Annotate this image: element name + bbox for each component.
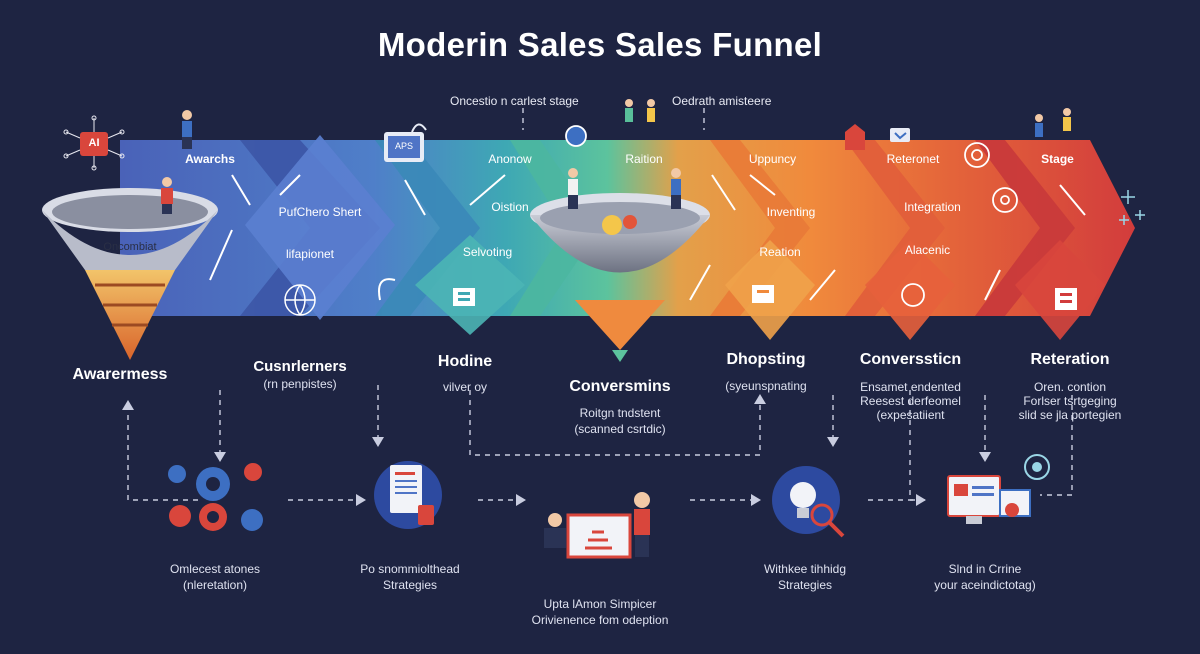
- page-title: Moderin Sales Sales Funnel: [377, 26, 823, 63]
- target-icon: [565, 125, 1018, 307]
- band-label-raition: Raition: [625, 152, 663, 166]
- stage-desc-hodine: vilver oy: [442, 380, 487, 394]
- bottom-item-5-line1: Slnd in Crrine: [948, 562, 1022, 576]
- bottom-item-2-line2: Strategies: [382, 578, 438, 592]
- clipboard-icon: [453, 285, 1077, 310]
- stage-name-hodine: Hodine: [437, 353, 493, 370]
- band-label-inventing: Inventing: [766, 205, 816, 219]
- ai-chip-icon: [63, 115, 125, 171]
- computer-screen-icon: [947, 454, 1050, 524]
- bottom-item-2-line1: Po snommiolthead: [360, 562, 460, 576]
- sparkle-icons: [1119, 190, 1145, 225]
- stage-desc-conversions-1: Roitgn tndstent: [579, 406, 661, 420]
- laptop-icon: [384, 123, 427, 162]
- bottom-item-5-line2: your aceindictotag): [934, 578, 1036, 592]
- bottom-item-1-line1: Omlecest atones: [169, 562, 261, 576]
- band-label-alacenic: Alacenic: [904, 243, 951, 257]
- bottom-item-3-line2: Orivienence fom odeption: [531, 613, 669, 627]
- bottom-item-4-line1: Withkee tihhidg: [763, 562, 847, 576]
- bottom-item-1-line2: (nleretation): [182, 578, 248, 592]
- diamond-tile-2: [415, 235, 525, 335]
- gear-group-icon: [168, 463, 263, 531]
- presenter-icon: [544, 492, 650, 559]
- band-label-lifapionet: lifapionet: [285, 247, 335, 261]
- stage-name-conversions: Conversmins: [569, 378, 671, 395]
- aps-badge-label: APS: [394, 141, 413, 151]
- connector-arrowheads: [122, 394, 991, 506]
- bottom-item-3-line1: Upta lAmon Simpicer: [543, 597, 657, 611]
- band-label-stage: Stage: [1041, 152, 1074, 166]
- stage-desc-customers: (rn penpistes): [263, 377, 337, 391]
- band-label-reation: Reation: [759, 245, 801, 259]
- document-icon: [374, 461, 442, 529]
- band-arrows: [209, 174, 1086, 301]
- stage-name-dhopsting: Dhopsting: [726, 351, 806, 368]
- stage-desc-reteration-3: slid se jla portegien: [1018, 408, 1122, 422]
- person-icon: [161, 99, 1071, 214]
- diamond-tile-1: [245, 135, 395, 320]
- ai-badge-label: AI: [88, 137, 100, 149]
- lightbulb-icon: [772, 466, 845, 538]
- diamond-tile-4: [865, 240, 955, 340]
- band-label-integration: Integration: [904, 200, 961, 214]
- band-label-awarchs: Awarchs: [185, 152, 235, 166]
- stage-name-reteration: Reteration: [1030, 351, 1110, 368]
- band-label-reteronet: Reteronet: [886, 152, 940, 166]
- stage-name-awareness: Awarermess: [72, 366, 168, 383]
- band-label-oistion: Oistion: [491, 200, 529, 214]
- stage-desc-dhopsting: (syeunspnating: [725, 379, 807, 393]
- badge-icons: [845, 124, 910, 150]
- band-label-anonow: Anonow: [488, 152, 532, 166]
- stage-name-conversstion: Converssticn: [859, 351, 962, 368]
- bottom-item-4-line2: Strategies: [777, 578, 833, 592]
- stage-desc-reteration-1: Oren. contion: [1033, 380, 1107, 394]
- top-note-right: Oedrath amisteere: [672, 94, 772, 108]
- band-label-selvoting: Selvoting: [462, 245, 513, 259]
- stage-desc-conversions-2: (scanned csrtdic): [574, 422, 666, 436]
- stage-desc-reteration-2: Forlser tsrtgeging: [1023, 394, 1117, 408]
- stage-name-customers: Cusnrlerners: [253, 358, 347, 375]
- stage-desc-conversstion-2: Reesest derfeomel: [860, 394, 961, 408]
- band-label-uppuncy: Uppuncy: [748, 152, 797, 166]
- band-label-pufchero: PufChero Shert: [278, 205, 362, 219]
- funnel-left-label: Oncombiat: [103, 241, 157, 253]
- globe-icon: [284, 284, 316, 316]
- stage-desc-conversstion-3: (expesatiient: [876, 408, 945, 422]
- stage-desc-conversstion-1: Ensamet endented: [860, 380, 961, 394]
- top-note-left: Oncestio n carlest stage: [450, 94, 579, 108]
